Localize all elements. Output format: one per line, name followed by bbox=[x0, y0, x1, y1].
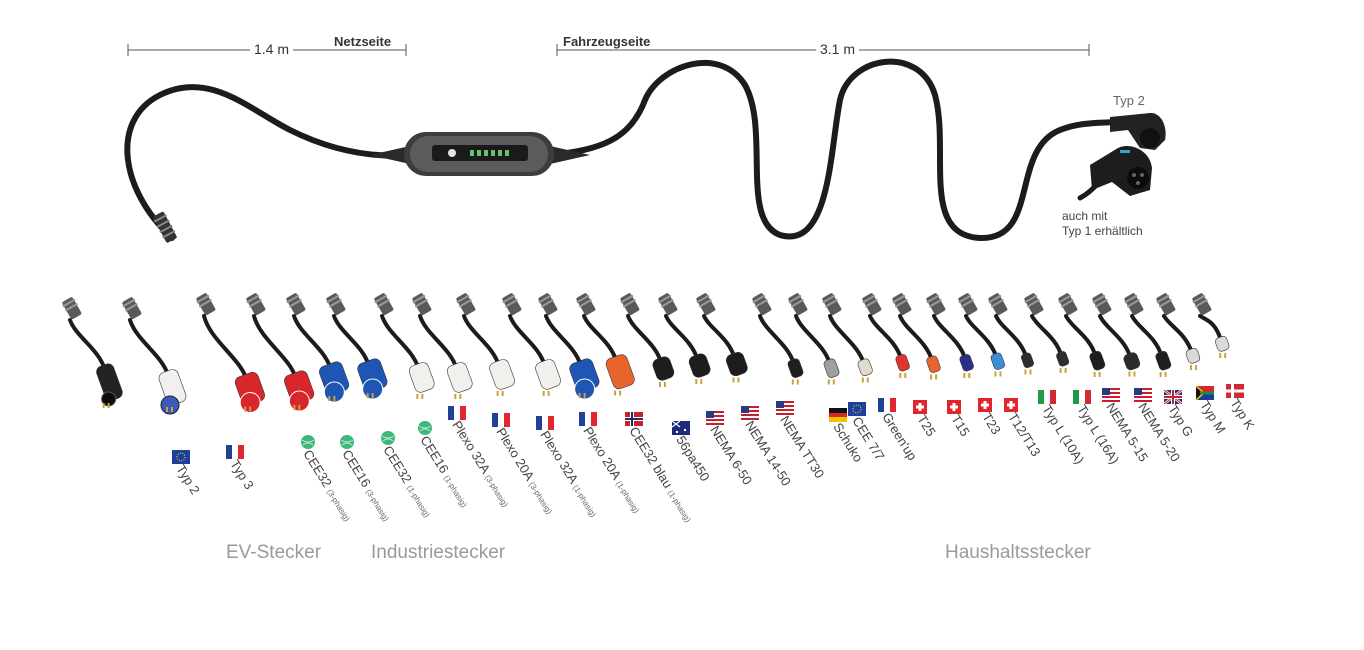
flag-icon-dk bbox=[1226, 384, 1244, 398]
flag-icon-it bbox=[1073, 390, 1091, 404]
adapter-cable-14 bbox=[658, 293, 711, 384]
adapter-cable-25 bbox=[1058, 293, 1106, 377]
flag-icon-ch bbox=[913, 400, 931, 414]
adapter-cable-1 bbox=[62, 297, 123, 408]
flag-icon-us bbox=[741, 406, 759, 420]
typ2-vehicle-connector bbox=[1090, 112, 1166, 196]
adapter-cable-5 bbox=[286, 293, 350, 403]
adapter-cable-12 bbox=[576, 293, 635, 396]
flag-icon-gb bbox=[1163, 389, 1183, 405]
adapter-cable-17 bbox=[788, 293, 840, 385]
adapter-cable-18 bbox=[822, 293, 873, 383]
typ1-note-line2: Typ 1 erhältlich bbox=[1062, 224, 1143, 238]
vehicle-side-label: Fahrzeugseite bbox=[560, 34, 654, 49]
adapter-cable-15 bbox=[696, 293, 748, 383]
adapter-cable-22 bbox=[958, 293, 1005, 377]
adapter-cable-9 bbox=[456, 293, 515, 396]
adapter-cable-7 bbox=[374, 293, 435, 399]
flag-icon-ch bbox=[947, 400, 965, 414]
control-box bbox=[370, 132, 590, 176]
adapter-cable-2 bbox=[122, 297, 187, 415]
flag-icon-fr bbox=[226, 445, 244, 459]
flag-icon-fr bbox=[448, 406, 466, 420]
group-label-ev: EV-Stecker bbox=[226, 542, 322, 563]
flag-icon-globe bbox=[338, 435, 356, 449]
adapter-cable-16 bbox=[752, 293, 804, 385]
adapter-cable-27 bbox=[1124, 293, 1172, 377]
flag-icon-us bbox=[1102, 388, 1120, 402]
grid-side-label: Netzseite bbox=[331, 34, 395, 49]
flag-icon-de bbox=[829, 408, 847, 422]
flag-icon-ch bbox=[1004, 398, 1022, 412]
flag-icon-globe bbox=[416, 421, 434, 435]
adapter-cable-21 bbox=[926, 293, 974, 378]
flag-icon-fr bbox=[492, 413, 510, 427]
flag-icon-fr bbox=[579, 412, 597, 426]
adapter-cable-19 bbox=[862, 293, 910, 378]
adapter-cable-13 bbox=[620, 293, 675, 387]
vehicle-side-cable bbox=[547, 58, 1118, 242]
flag-icon-it bbox=[1038, 390, 1056, 404]
adapter-cable-20 bbox=[892, 293, 941, 380]
adapter-cable-28 bbox=[1156, 293, 1201, 370]
flag-icon-globe bbox=[379, 431, 397, 445]
adapter-cable-4 bbox=[246, 293, 315, 412]
adapter-cable-10 bbox=[502, 293, 561, 396]
adapter-cable-8 bbox=[412, 293, 473, 399]
typ2-connector-label: Typ 2 bbox=[1113, 93, 1145, 108]
adapter-cable-24 bbox=[1024, 293, 1070, 373]
left-length-label: 1.4 m bbox=[250, 41, 294, 57]
adapter-cable-11 bbox=[538, 293, 600, 400]
adapter-cable-29 bbox=[1192, 293, 1230, 358]
flag-icon-eu bbox=[848, 402, 866, 416]
flag-icon-us bbox=[776, 401, 794, 415]
flag-icon-fr bbox=[536, 416, 554, 430]
flag-icon-globe bbox=[299, 435, 317, 449]
adapter-cable-6 bbox=[326, 293, 388, 400]
group-label-industrial: Industriestecker bbox=[371, 542, 506, 563]
adapter-cable-23 bbox=[988, 293, 1034, 375]
adapter-row bbox=[62, 293, 1230, 415]
flag-icon-fr bbox=[878, 398, 896, 412]
grid-side-cable bbox=[124, 84, 413, 241]
flag-icon-ch bbox=[978, 398, 996, 412]
grid-plug-end bbox=[153, 211, 177, 243]
group-label-household: Haushaltsstecker bbox=[945, 542, 1091, 563]
flag-icon-no bbox=[625, 412, 643, 426]
typ1-note-line1: auch mit bbox=[1062, 209, 1108, 223]
flag-icon-us bbox=[1134, 388, 1152, 402]
flag-icon-eu bbox=[172, 450, 190, 464]
adapter-cable-3 bbox=[196, 293, 265, 413]
adapter-cable-26 bbox=[1092, 293, 1141, 377]
flag-icon-za bbox=[1195, 385, 1214, 401]
flag-icon-au bbox=[671, 420, 690, 435]
flag-icon-us bbox=[706, 411, 724, 425]
right-length-label: 3.1 m bbox=[816, 41, 860, 57]
